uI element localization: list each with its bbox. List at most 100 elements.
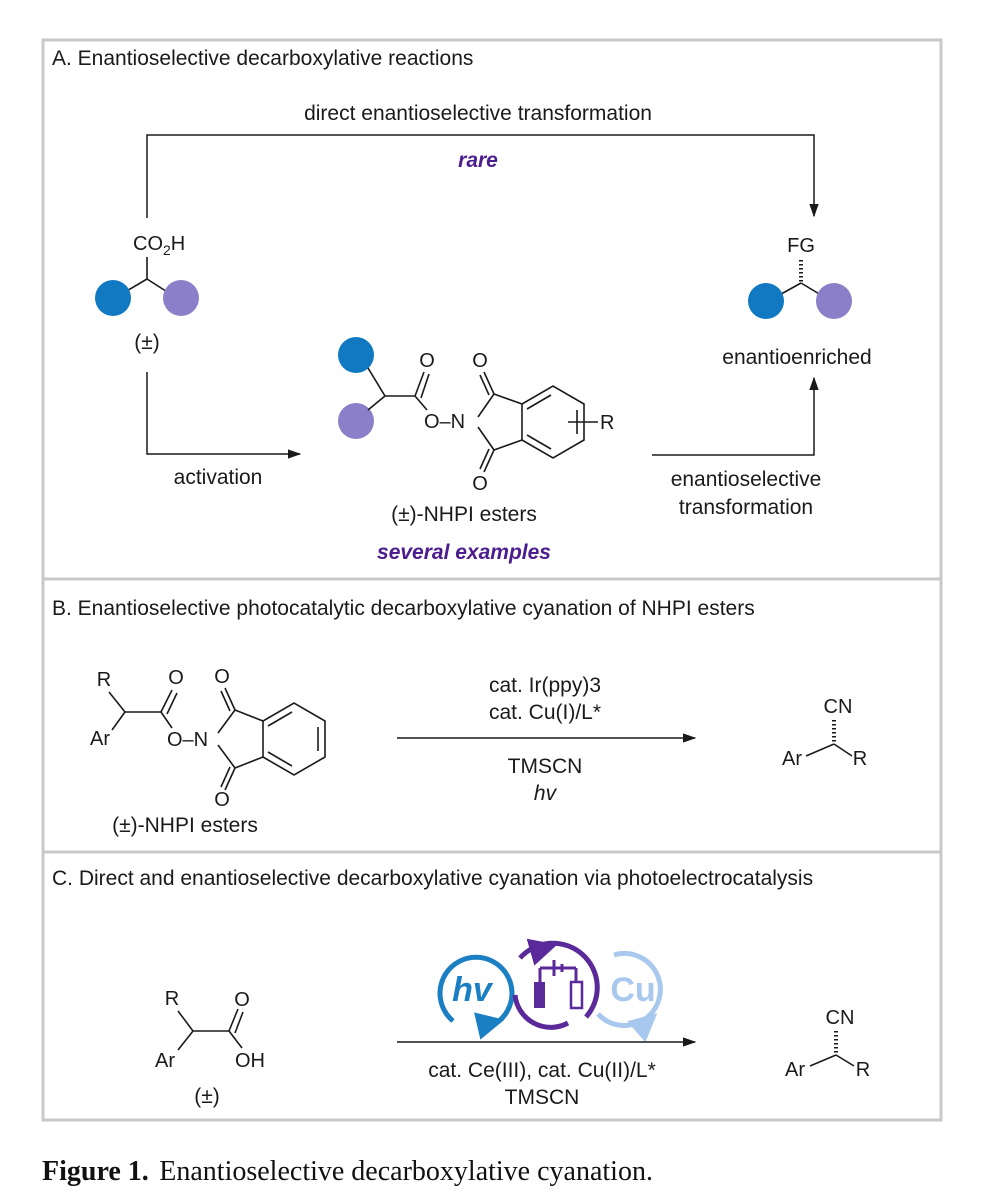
- c-prod-left: [809, 1054, 837, 1067]
- c-prod-right: [835, 1054, 855, 1067]
- b-prod-r: R: [853, 748, 867, 770]
- caption-label: Figure 1.: [42, 1156, 149, 1187]
- ester-label: (±)-NHPI esters: [391, 503, 537, 526]
- b-prod-ar: Ar: [782, 748, 802, 770]
- b-nitrile-product: CN Ar R: [782, 696, 867, 770]
- panel-c-title: C. Direct and enantioselective decarboxy…: [52, 867, 813, 890]
- top-route-label: direct enantioselective transformation: [304, 102, 652, 125]
- benzene-ring-a: [521, 385, 585, 459]
- b-fuse-top: [234, 709, 264, 722]
- b-co-bond: [160, 689, 173, 713]
- panel-c: C. Direct and enantioselective decarboxy…: [41, 850, 943, 1122]
- b-ar-label: Ar: [90, 728, 110, 750]
- nhpi-ester-a: O O–N O O R: [338, 337, 614, 495]
- ester-bond-2: [367, 395, 386, 411]
- b-reagent-line3: TMSCN: [508, 755, 583, 778]
- product-fg-label: FG: [787, 235, 815, 257]
- cu-cycle-arrow: [626, 1013, 658, 1043]
- activation-label: activation: [174, 466, 263, 489]
- c-nitrile-product: CN Ar R: [785, 1007, 870, 1081]
- c-reagent-line2: TMSCN: [505, 1086, 580, 1109]
- c-bond-r: [177, 1010, 194, 1032]
- ester-lavender-circle: [338, 403, 374, 439]
- b-bond-ar: [111, 711, 126, 731]
- hv-cycle-arrow: [474, 1012, 505, 1040]
- activation-arrow: [146, 372, 302, 459]
- c-r-label: R: [165, 988, 179, 1010]
- nhpi-ester-b: R Ar O O–N O O: [90, 666, 326, 811]
- photoelectrocatalysis-cycles: hv Cu: [437, 938, 663, 1043]
- c-oh-bond: [228, 1030, 243, 1049]
- transformation-arrow: [652, 376, 819, 456]
- cu-cycle-ring: [596, 950, 663, 1028]
- substituent-lavender-circle: [163, 280, 199, 316]
- ring-r-label: R: [600, 412, 614, 434]
- b-fuse-bottom: [234, 756, 264, 769]
- imide-co-top: [483, 371, 495, 395]
- caption-text: Enantioselective decarboxylative cyanati…: [159, 1156, 653, 1187]
- c-prod-r: R: [856, 1059, 870, 1081]
- panel-a: A. Enantioselective decarboxylative reac…: [41, 38, 943, 581]
- enantioenriched-product: FG enantioenriched: [722, 235, 871, 369]
- b-carbonyl-o: O: [168, 667, 184, 689]
- b-imide-co-bottom-2: [220, 766, 231, 788]
- hv-cycle-label: hv: [452, 971, 494, 1009]
- electro-cycle-arrow: [526, 938, 558, 966]
- c-oh-label: OH: [235, 1050, 265, 1072]
- hv-cycle-ring: [437, 954, 515, 1023]
- b-reagent-line2: cat. Cu(I)/L*: [489, 701, 601, 724]
- ester-blue-circle: [338, 337, 374, 373]
- c-prod-ar: Ar: [785, 1059, 805, 1081]
- c-racemic-label: (±): [194, 1085, 220, 1108]
- b-imide-co-top: [224, 687, 236, 711]
- ester-o-n: O–N: [424, 411, 465, 433]
- imide-bond-2: [477, 426, 495, 451]
- battery-icon: [534, 960, 584, 1010]
- c-reagent-line1: cat. Ce(III), cat. Cu(II)/L*: [428, 1059, 656, 1082]
- ester-o-bond: [414, 395, 428, 411]
- b-reagent-line4: hv: [534, 782, 558, 805]
- c-bond-ar: [177, 1030, 194, 1051]
- c-carbonyl-o: O: [234, 989, 250, 1011]
- b-reagent-line1: cat. Ir(ppy)3: [489, 674, 601, 697]
- product-label: enantioenriched: [722, 346, 871, 369]
- ester-co-bond-2: [420, 373, 430, 399]
- figure-caption: Figure 1. Enantioselective decarboxylati…: [42, 1156, 653, 1187]
- ester-note: several examples: [377, 541, 551, 564]
- b-co-bond-2: [166, 692, 178, 715]
- b-imide-1: [217, 709, 236, 734]
- benzene-double-1: [526, 394, 552, 410]
- panel-b-title: B. Enantioselective photocatalytic decar…: [52, 597, 755, 620]
- b-o-n: O–N: [167, 729, 208, 751]
- panel-b: B. Enantioselective photocatalytic decar…: [41, 577, 943, 854]
- b-imide-2: [217, 744, 236, 769]
- product-lavender-circle: [816, 283, 852, 319]
- step2-line1: enantioselective: [671, 468, 822, 491]
- b-cn-label: CN: [824, 696, 853, 718]
- substituent-blue-circle: [95, 280, 131, 316]
- b-o-bond: [160, 711, 173, 729]
- b-prod-left: [805, 743, 835, 757]
- ester-co-bond: [414, 371, 425, 397]
- top-route-arrow: [146, 134, 819, 218]
- cu-cycle-label: Cu: [610, 971, 655, 1009]
- imide-fuse-bottom: [493, 439, 523, 451]
- c-co-bond: [228, 1008, 239, 1032]
- acid-racemic-label: (±): [134, 331, 160, 354]
- top-route-note: rare: [458, 149, 498, 172]
- imide-co-bottom-2: [479, 448, 490, 470]
- b-imide-o-top: O: [214, 666, 230, 688]
- panel-a-title: A. Enantioselective decarboxylative reac…: [52, 47, 473, 70]
- racemic-acid: CO2H (±): [95, 233, 199, 354]
- b-r-label: R: [97, 669, 111, 691]
- imide-fuse-top: [493, 393, 523, 405]
- c-ar-label: Ar: [155, 1050, 175, 1072]
- c-acid-substrate: R Ar O OH: [155, 988, 265, 1072]
- b-benzene-double-3: [267, 751, 293, 767]
- b-prod-right: [833, 743, 853, 757]
- acid-sub-2: 2: [163, 242, 171, 258]
- panel-b-frame: [41, 577, 943, 854]
- imide-co-bottom: [483, 449, 495, 473]
- b-imide-co-bottom: [224, 767, 236, 791]
